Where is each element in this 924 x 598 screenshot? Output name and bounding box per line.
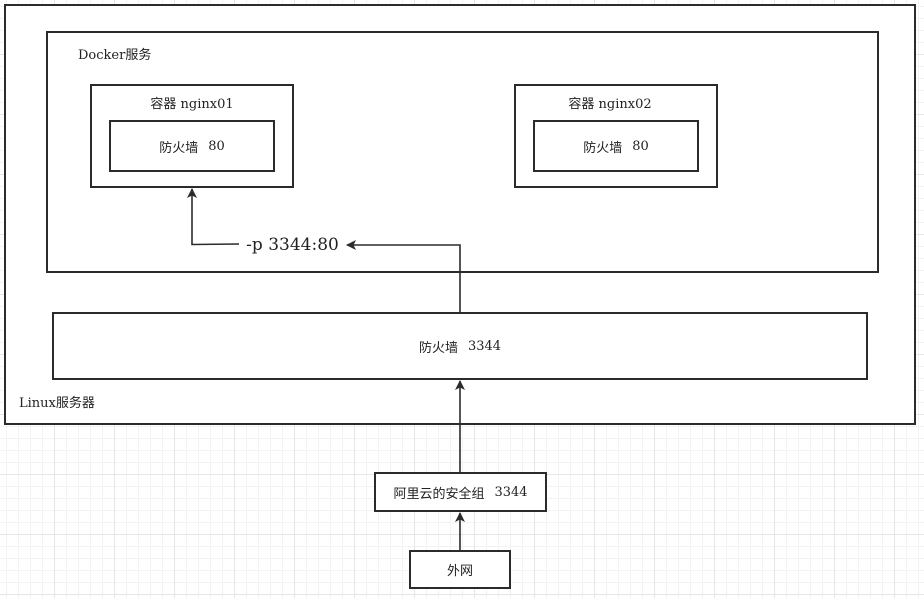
aliyun-security-group-box: 阿里云的安全组 3344 bbox=[374, 472, 547, 512]
aliyun-security-group-label: 阿里云的安全组 bbox=[393, 486, 485, 502]
container-nginx01-firewall-port: 80 bbox=[208, 138, 225, 154]
linux-server-label: Linux服务器 bbox=[19, 396, 95, 411]
internet-label: 外网 bbox=[446, 564, 473, 579]
container-nginx01-firewall: 防火墙 80 bbox=[109, 120, 275, 172]
linux-firewall-box: 防火墙 3344 bbox=[52, 312, 868, 380]
container-nginx02-title: 容器 nginx02 bbox=[568, 97, 652, 112]
container-nginx01-firewall-label: 防火墙 bbox=[159, 140, 199, 156]
internet-box: 外网 bbox=[409, 550, 511, 589]
container-nginx01-title: 容器 nginx01 bbox=[150, 97, 234, 112]
container-nginx02-firewall-port: 80 bbox=[632, 138, 649, 154]
container-nginx02-firewall-label: 防火墙 bbox=[583, 140, 623, 156]
port-mapping-label: -p 3344:80 bbox=[239, 233, 346, 257]
linux-firewall-port: 3344 bbox=[467, 338, 502, 354]
container-nginx02-firewall: 防火墙 80 bbox=[533, 120, 699, 172]
docker-service-label: Docker服务 bbox=[78, 48, 152, 63]
linux-firewall-label: 防火墙 bbox=[418, 340, 458, 356]
aliyun-security-group-port: 3344 bbox=[494, 484, 528, 500]
